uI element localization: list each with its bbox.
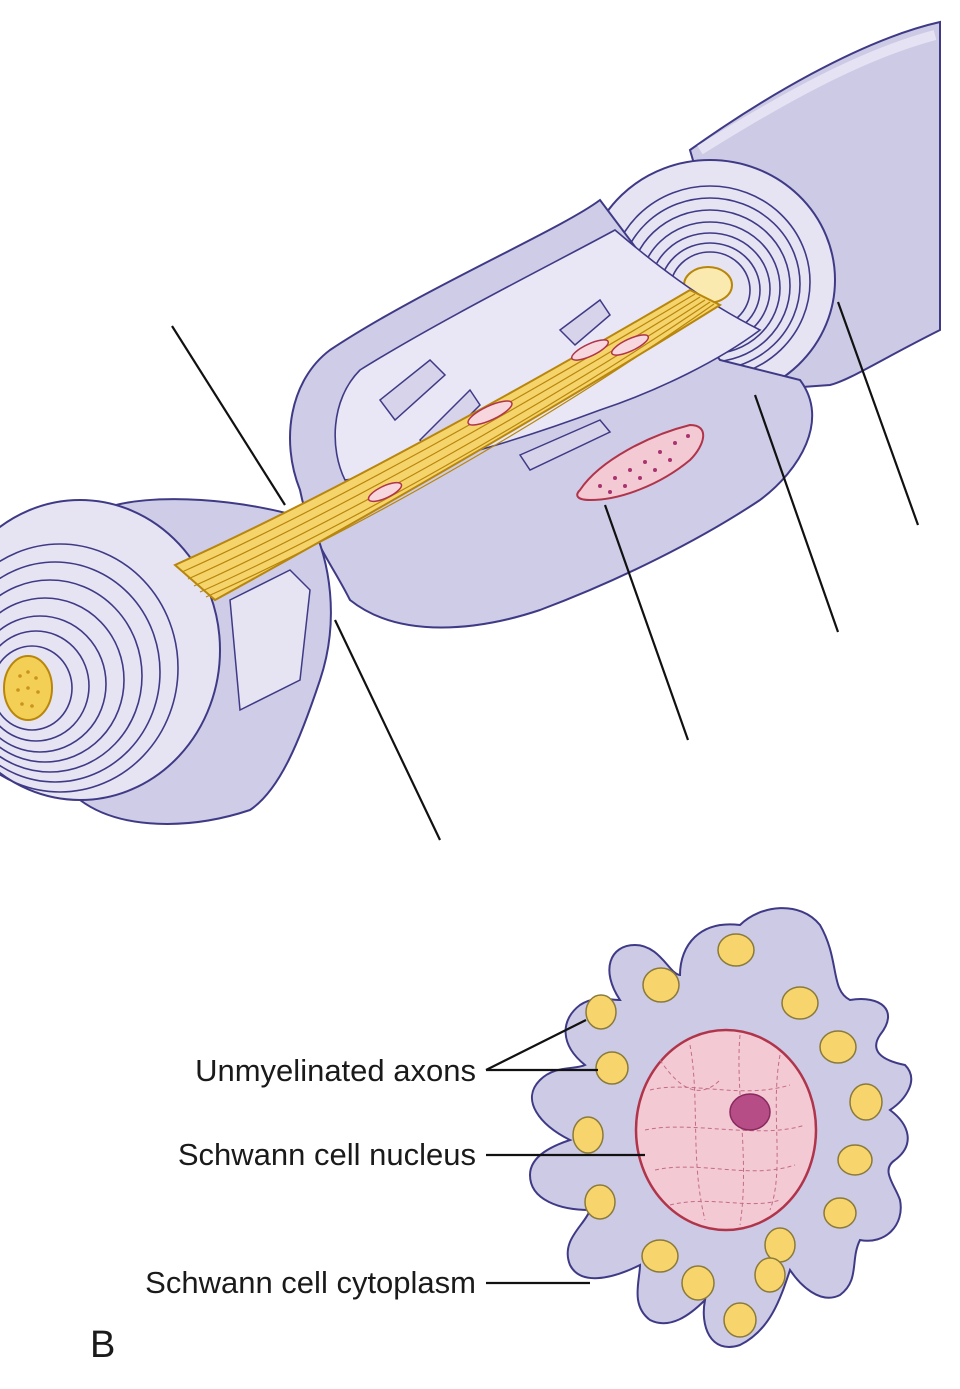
- panel-a-leader-lines: [171, 301, 920, 841]
- label-unmyelinated-axons: Unmyelinated axons: [195, 1053, 476, 1088]
- axon: [572, 1116, 604, 1154]
- sheath-highlight-right: [697, 30, 937, 155]
- mitochondria: [367, 334, 650, 503]
- axon: [723, 1302, 757, 1338]
- axon: [595, 1051, 629, 1085]
- axon: [849, 1083, 883, 1121]
- unmyelinated-axons: [572, 933, 883, 1338]
- axon: [764, 1227, 796, 1263]
- axon: [584, 1184, 616, 1220]
- axon: [717, 933, 755, 967]
- axon: [819, 1030, 857, 1064]
- axon: [837, 1144, 873, 1176]
- axon: [781, 986, 819, 1020]
- axon: [823, 1197, 857, 1229]
- label-schwann-cell-nucleus: Schwann cell nucleus: [178, 1137, 476, 1172]
- schwann-nucleus-a: [576, 423, 705, 502]
- axon: [754, 1257, 786, 1293]
- axon: [585, 994, 617, 1030]
- label-schwann-cell-cytoplasm: Schwann cell cytoplasm: [145, 1265, 476, 1300]
- panel-b: Unmyelinated axons Schwann cell nucleus …: [90, 907, 913, 1366]
- left-myelin-lamellae: [0, 543, 179, 793]
- axon: [681, 1265, 715, 1301]
- nucleolus: [729, 1093, 771, 1131]
- left-axon-dots: [16, 670, 40, 708]
- panel-letter-b: B: [90, 1324, 115, 1366]
- axon: [641, 1239, 679, 1273]
- left-channel: [229, 569, 311, 712]
- axon: [642, 967, 680, 1003]
- schwann-cell-nucleus: [634, 1028, 818, 1232]
- panel-b-leader-lines: [485, 1019, 645, 1285]
- myelinated-fiber-illustration: [0, 20, 941, 841]
- schwann-nucleus-a-dots: [598, 434, 690, 494]
